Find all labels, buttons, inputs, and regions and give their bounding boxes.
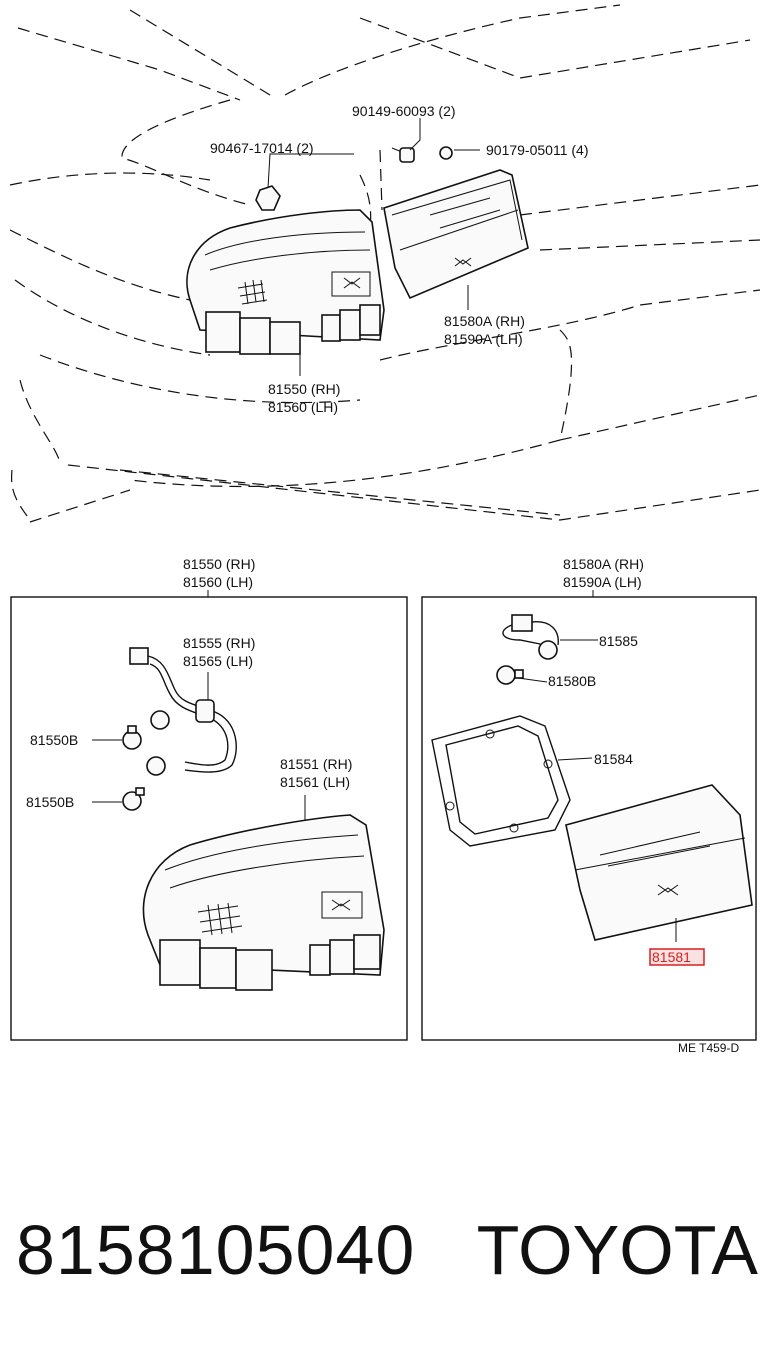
brand-name: TOYOTA [476,1211,758,1289]
bulb-icon [496,665,524,685]
left-box-header-lh: 81560 (LH) [183,574,253,590]
callout-lamp-lh: 81560 (LH) [268,399,338,415]
leader-lines-top [267,118,480,376]
callout-clip: 90179-05011 (4) [486,142,588,158]
highlight-box [649,948,705,966]
left-bulb-2: 81550B [26,794,74,810]
right-socket: 81585 [599,633,638,649]
vehicle-body-outline [9,4,761,523]
left-bulb-1: 81550B [30,732,78,748]
footer: 8158105040 TOYOTA [0,1210,776,1300]
callout-nut: 90467-17014 (2) [210,140,314,156]
callout-screw: 90149-60093 (2) [352,103,456,119]
part-number: 8158105040 [16,1211,416,1289]
tail-lamp-lens-detail [142,814,385,991]
garnish-lens-highlighted [565,784,753,941]
parts-diagram: 90149-60093 (2) 90467-17014 (2) 90179-05… [9,4,761,1055]
left-lens-rh: 81551 (RH) [280,756,352,772]
right-box-header-lh: 81590A (LH) [563,574,642,590]
figure-code: ME T459-D [678,1041,739,1055]
left-box-header-rh: 81550 (RH) [183,556,255,572]
tail-lamp-assembly-top [186,209,385,355]
left-detail-box [10,596,408,1041]
callout-garnish-lh: 81590A (LH) [444,331,523,347]
right-detail-box [421,596,757,1041]
gasket-icon [431,715,571,847]
left-lens-lh: 81561 (LH) [280,774,350,790]
right-lens-highlighted: 81581 [652,949,691,965]
left-socket-rh: 81555 (RH) [183,635,255,651]
callout-lamp-rh: 81550 (RH) [268,381,340,397]
screw-fastener-icon [391,147,415,163]
socket-wiring-icon [502,614,559,660]
bulb-icon [122,787,145,811]
callout-garnish-rh: 81580A (RH) [444,313,525,329]
socket-wiring-icon [129,647,237,776]
left-socket-lh: 81565 (LH) [183,653,253,669]
nut-fastener-icon [255,185,281,211]
bulb-icon [122,725,142,750]
right-bulb: 81580B [548,673,596,689]
clip-fastener-icon [439,146,453,160]
garnish-lamp-top [383,169,529,300]
right-gasket: 81584 [594,751,633,767]
right-box-header-rh: 81580A (RH) [563,556,644,572]
